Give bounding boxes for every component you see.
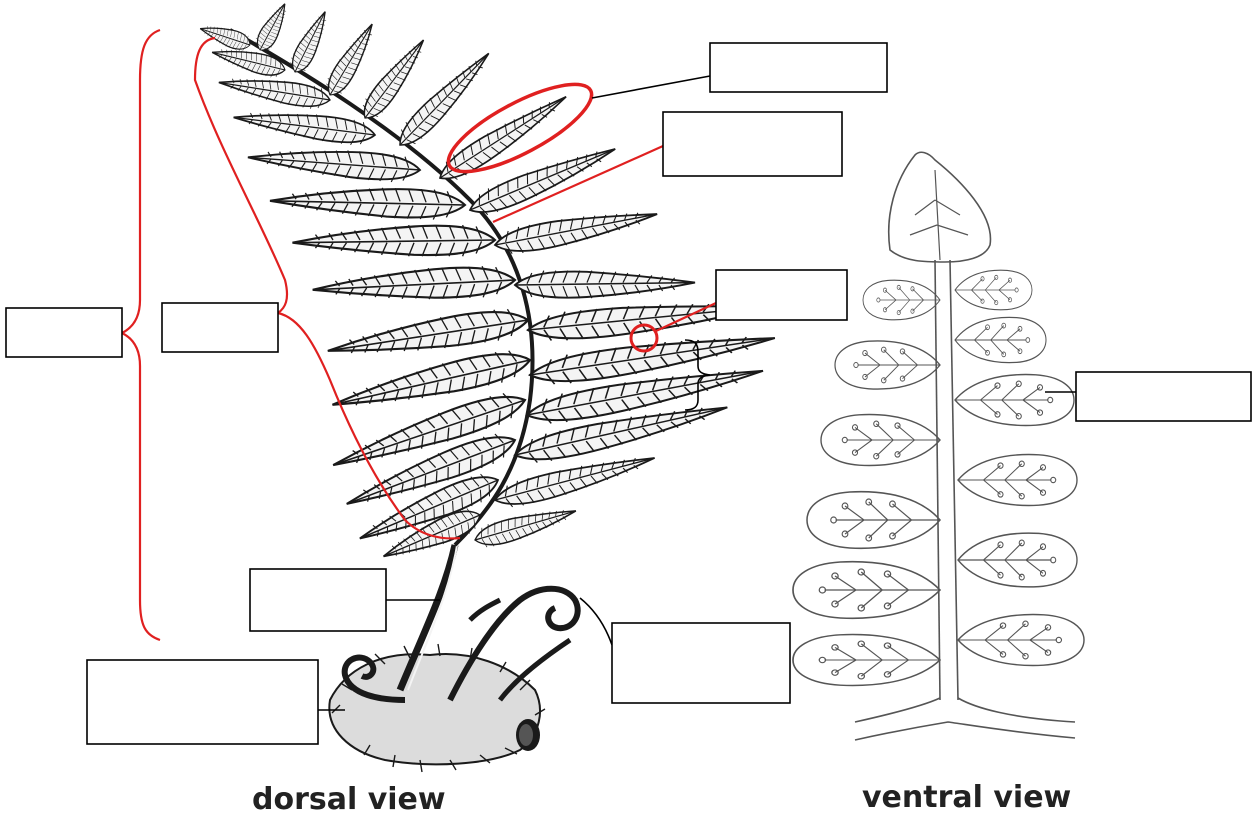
label-box-rhizome[interactable] [87, 660, 318, 744]
whole-frond-brace [122, 30, 160, 640]
pinnae-right [252, 0, 777, 551]
label-box-ventral-sori[interactable] [1076, 372, 1251, 421]
fiddlehead-pointer-line [580, 598, 612, 645]
ventral-view-caption: ventral view [862, 780, 1071, 815]
label-box-whole-frond[interactable] [6, 308, 122, 357]
dorsal-view-caption: dorsal view [252, 782, 446, 817]
ventral-fern-drawing [793, 152, 1084, 740]
rhizome-drawing [329, 644, 545, 772]
label-box-fiddlehead[interactable] [612, 623, 790, 703]
label-box-sorus[interactable] [716, 270, 847, 320]
label-box-stipe[interactable] [250, 569, 386, 631]
label-box-blade[interactable] [162, 303, 278, 352]
pinna-pointer-line [592, 76, 710, 98]
pinnae-left [197, 19, 533, 567]
label-box-pinna[interactable] [710, 43, 887, 92]
label-box-rachis[interactable] [663, 112, 842, 176]
